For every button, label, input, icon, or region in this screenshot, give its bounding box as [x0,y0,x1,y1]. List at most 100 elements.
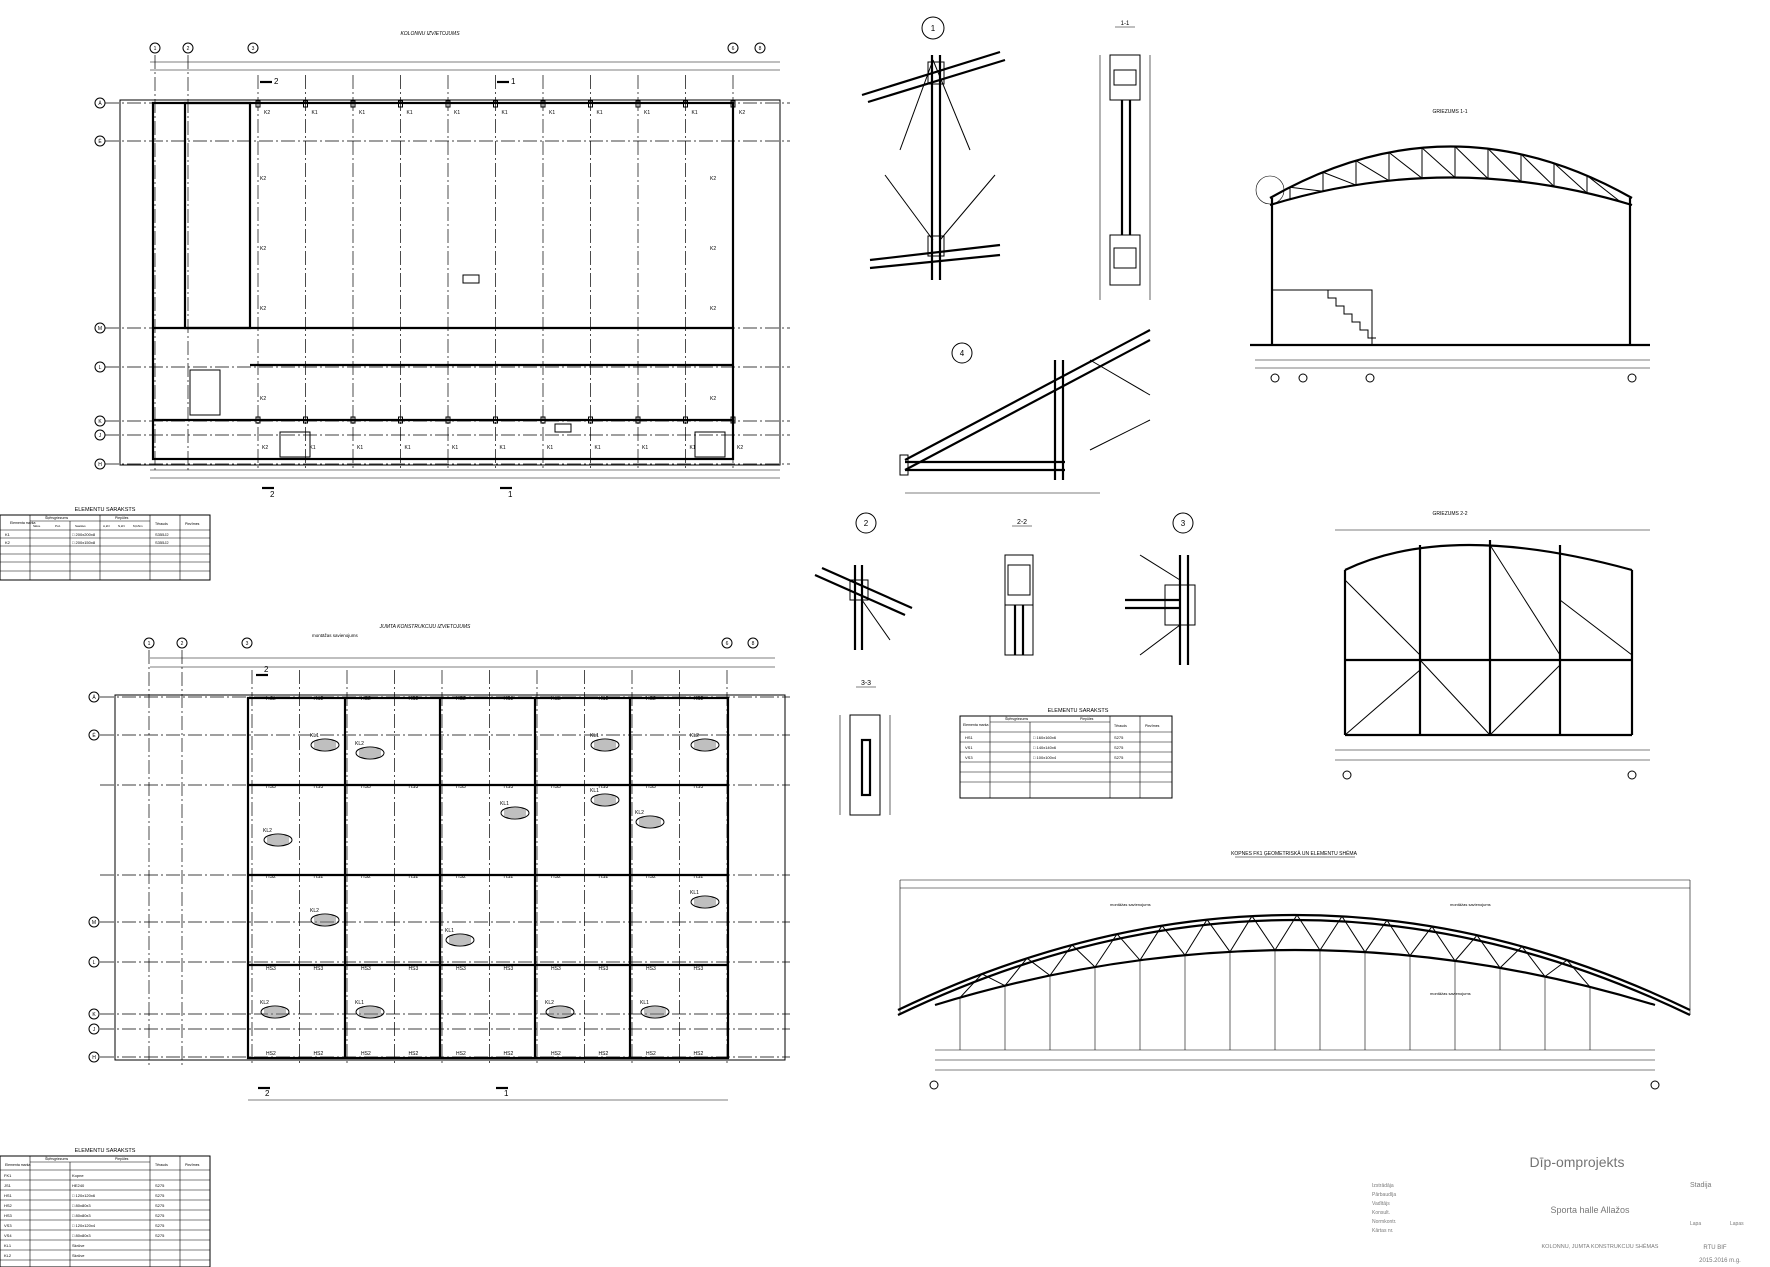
column-marker [398,100,403,108]
section-2-2: GRIEZUMS 2-2 [1335,511,1650,780]
plan2-axes-left: Ā Ē M L K J H [88,691,100,1063]
roof-plan-title: JUMTA KONSTRUKCIJU IZVIETOJUMS [379,624,471,630]
bolt-group [690,738,720,752]
column-marker [350,100,356,108]
axis-label: 1 [154,46,157,52]
web-member [1499,946,1523,969]
axis-label: M [92,920,96,926]
truss-callout: montāžas savienojums [1430,991,1471,996]
sheet-type: KOLONNU, JUMTA KONSTRUKCIJU SHĒMAS [1542,1243,1659,1250]
column-marker [635,416,641,424]
section-mark: 1 [504,1089,509,1098]
web-member [1364,919,1388,953]
column-marker [540,416,546,424]
table2-h-mark: Elementa marka [963,723,989,727]
roof-member-label: HS2 [599,1051,609,1057]
web-member [1341,916,1366,953]
bolt-group [310,913,340,927]
roof-member-label: HS3 [361,966,371,972]
detail-4: 4 [899,329,1151,494]
table3-cell: Kopne [72,1173,84,1178]
table3-cell: □ 80x80x3 [72,1233,91,1238]
section-22-title: GRIEZUMS 2-2 [1432,511,1467,517]
web-member [1388,152,1423,179]
section-1-1: GRIEZUMS 1-1 [1250,109,1650,383]
section-mark: 2 [270,490,275,499]
detail-label: 2-2 [1017,519,1027,526]
detail-33: 3-3 [839,680,891,816]
web-member [1251,915,1276,951]
axis-label: H [92,1055,96,1061]
roof-member-label: HS3 [504,966,514,972]
table1-h-notes: Piezīmes [185,522,200,526]
web-member [1487,148,1522,182]
bolt-group [690,895,720,909]
column-marker [683,416,688,424]
column-label: K1 [310,445,316,451]
table3-cell: □ 120x120x4 [72,1223,96,1228]
column-marker [635,100,641,108]
table3-h-mark: Elementa marka [5,1163,31,1167]
column-label: K2 [710,176,716,182]
table3-h-loads: Piepūles [115,1157,129,1161]
roof-plan: JUMTA KONSTRUKCIJU IZVIETOJUMS montāžas … [88,624,790,1101]
column-label: K2 [260,396,266,402]
column-label: K1 [549,110,555,116]
web-member [1586,175,1621,202]
column-marker [493,100,498,108]
table2-cell: VS3 [965,755,973,760]
detail-11: 1-1 [1099,21,1151,300]
column-marker [683,100,688,108]
column-label: K2 [739,110,745,116]
bolt-group [260,1005,290,1019]
roof-member-label: HS2 [551,1051,561,1057]
axis-label: 6 [732,46,735,52]
column-marker [540,100,546,108]
table3-h-steel: Tērauds [155,1163,168,1167]
axis-label: Ā [92,694,96,701]
date: 2015.2016 m.g. [1699,1258,1741,1264]
column-label: K1 [595,445,601,451]
table3-cell: S275 [155,1213,165,1218]
roof-member-label: HS3 [599,966,609,972]
roof-member-label: HS3 [694,966,704,972]
table3-cell: HS1 [4,1193,13,1198]
web-member [1139,925,1163,961]
roof-member-label: HS2 [266,874,276,880]
section-mark: 2 [274,77,279,86]
axis-label: 6 [726,641,729,647]
axis-label: 2 [187,46,190,52]
detail-mark: 3 [1181,519,1186,528]
column-marker [255,416,261,424]
table3-cell: HS3 [4,1213,13,1218]
bolt-label: KL1 [590,733,599,739]
web-member [1566,959,1591,988]
roof-member-label: HS3 [456,784,466,790]
table1-h-loads: Piepūles [115,516,129,520]
roof-member-label: HS2 [646,696,656,702]
bolt-group [500,806,530,820]
column-marker [303,416,308,424]
column-marker [445,100,451,108]
detail-mark: 4 [960,349,965,358]
axis-label: L [93,960,96,966]
web-member [1544,959,1568,977]
web-member [1431,926,1456,962]
roof-member-label: HS3 [551,784,561,790]
table3-cell: □ 120x120x6 [72,1193,96,1198]
axis-label: 3 [246,641,249,647]
table2-h-notes: Piezīmes [1145,724,1160,728]
section-mark: 1 [511,77,516,86]
table3-cell: VS4 [4,1233,12,1238]
roof-member-label: HS2 [646,874,656,880]
column-marker [398,416,403,424]
roof-member-label: HS3 [599,784,609,790]
table3-h-section: Šķērsgriezums [45,1156,68,1161]
column-label: K1 [405,445,411,451]
web-member [1206,919,1231,953]
column-label: K1 [642,445,648,451]
section-mark: 2 [265,1089,270,1098]
detail-label: 3-3 [861,680,871,687]
elements-table-2: ELEMENTU SARAKSTS Elementa marka Šķērsgr… [959,708,1173,799]
